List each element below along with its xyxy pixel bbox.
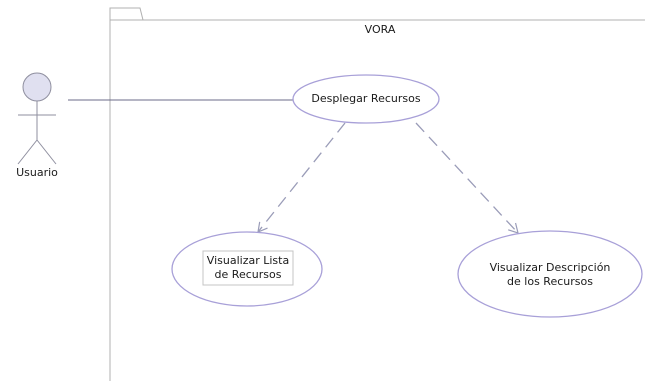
label-selection-box — [202, 250, 294, 286]
use-case-desplegar-recursos[interactable] — [292, 74, 440, 124]
actor-usuario-icon[interactable] — [17, 72, 57, 165]
use-case-lista-label: Visualizar Lista de Recursos — [198, 254, 298, 282]
use-case-lista-line2: de Recursos — [214, 268, 282, 281]
use-case-descripcion-line2: de los Recursos — [507, 275, 593, 288]
use-case-visualizar-descripcion[interactable] — [457, 230, 643, 318]
include-arrow-lista — [257, 122, 346, 233]
system-boundary — [109, 7, 645, 381]
include-arrow-descripcion — [415, 122, 519, 234]
use-case-lista-line1: Visualizar Lista — [206, 254, 290, 267]
system-boundary-title: VORA — [364, 23, 396, 36]
use-case-descripcion-line1: Visualizar Descripción — [489, 261, 611, 274]
use-case-descripcion-label: Visualizar Descripción de los Recursos — [480, 261, 620, 289]
use-case-desplegar-label: Desplegar Recursos — [311, 92, 421, 105]
actor-label: Usuario — [16, 166, 58, 179]
